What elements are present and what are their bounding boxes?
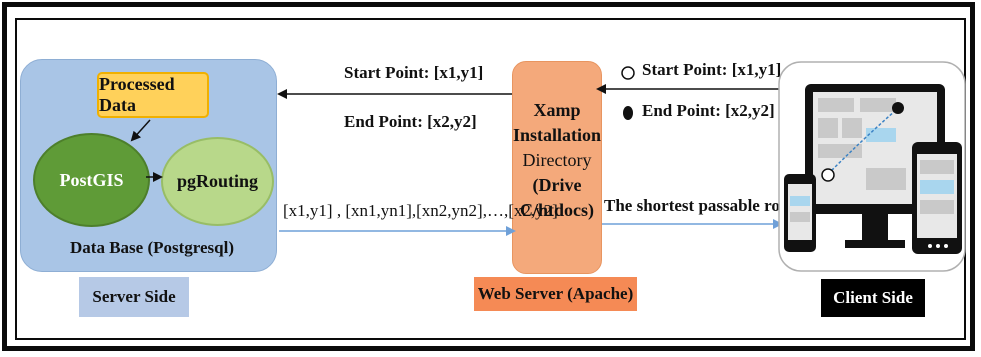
xamp-line-3: Directory [522, 150, 592, 170]
xamp-directory-text: Xamp Installation Directory (Drive C/htd… [512, 98, 602, 223]
xamp-directory-box [512, 61, 602, 274]
processed-to-postgis-arrow [130, 119, 151, 142]
xamp-line-5: C/htdocs) [519, 200, 594, 220]
xamp-line-2: Installation [512, 125, 602, 145]
pgrouting-node: pgRouting [161, 137, 274, 226]
request-start-text: Start Point: [x1,y1] [344, 63, 484, 82]
xamp-line-1: Xamp [533, 100, 581, 120]
database-label: Data Base (Postgresql) [70, 238, 234, 257]
request-end-text: End Point: [x2,y2] [344, 112, 477, 131]
end-point-marker-icon [623, 106, 633, 120]
client-end-text: End Point: [x2,y2] [642, 101, 775, 120]
postgis-node: PostGIS [33, 133, 150, 227]
shortest-route-text: The shortest passable route [604, 196, 803, 215]
route-coordinates-text: [x1,y1] , [xn1,yn1],[xn2,yn2],…,[x2,y2] [283, 201, 558, 220]
xamp-line-4: (Drive [532, 175, 582, 195]
start-point-marker-icon [621, 66, 635, 80]
client-side-label: Client Side [821, 279, 925, 317]
web-server-label: Web Server (Apache) [474, 277, 637, 311]
processed-data-box: Processed Data [97, 72, 209, 118]
client-start-text: Start Point: [x1,y1] [642, 60, 782, 79]
devices-icon [778, 61, 966, 272]
outer-frame [2, 2, 975, 351]
server-side-label: Server Side [79, 277, 189, 317]
